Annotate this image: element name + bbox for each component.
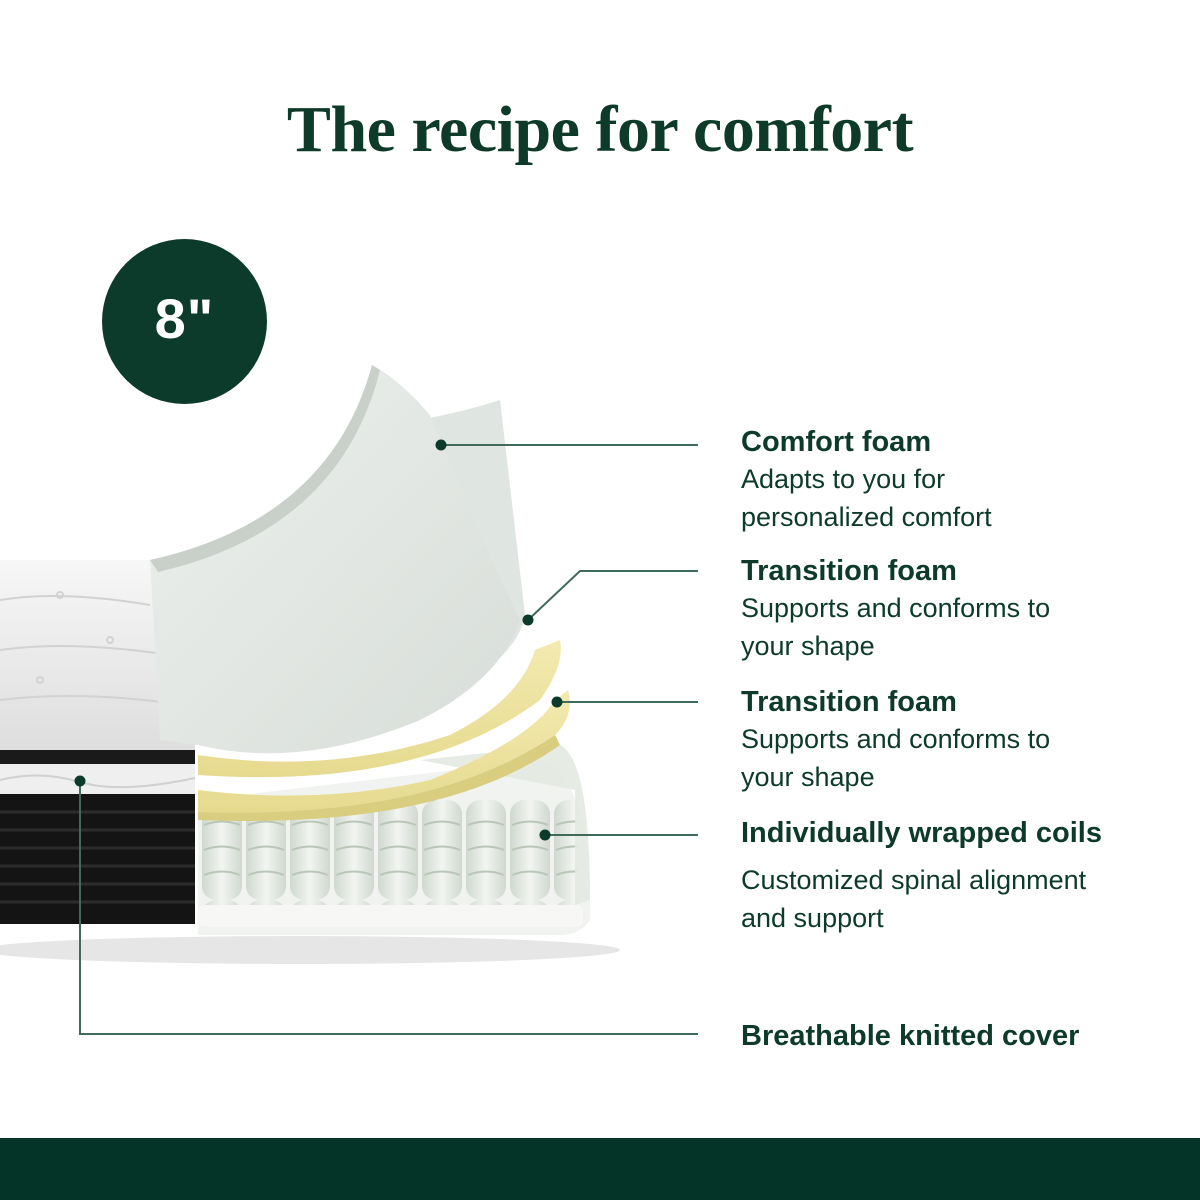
layer-description-line: Supports and conforms to xyxy=(741,724,1051,754)
layer-title: Transition foam xyxy=(741,555,957,587)
layer-knitted-cover: Breathable knitted cover xyxy=(741,1018,1181,1054)
layer-title: Transition foam xyxy=(741,686,957,718)
layer-title: Comfort foam xyxy=(741,426,932,458)
layer-wrapped-coils: Individually wrapped coils Customized sp… xyxy=(741,815,1181,937)
layer-description-line: your shape xyxy=(741,631,875,661)
layer-transition-foam-1: Transition foam Supports and conforms to… xyxy=(741,553,1181,665)
layer-description-line: Adapts to you for xyxy=(741,464,946,494)
layer-comfort-foam: Comfort foam Adapts to you for personali… xyxy=(741,424,1181,536)
height-badge-text: 8" xyxy=(154,287,215,350)
layer-title: Breathable knitted cover xyxy=(741,1020,1080,1052)
layer-description-line: and support xyxy=(741,903,884,933)
leader-dot xyxy=(435,439,447,451)
layer-description-line: personalized comfort xyxy=(741,502,992,532)
layer-description-line: Customized spinal alignment xyxy=(741,865,1087,895)
layer-description-line: your shape xyxy=(741,762,875,792)
layer-title: Individually wrapped coils xyxy=(741,817,1102,849)
height-badge: 8" xyxy=(102,239,267,404)
page-title: The recipe for comfort xyxy=(286,93,914,166)
layer-description-line: Supports and conforms to xyxy=(741,593,1051,623)
layer-transition-foam-2: Transition foam Supports and conforms to… xyxy=(741,684,1181,796)
footer-bar xyxy=(0,1138,1200,1200)
